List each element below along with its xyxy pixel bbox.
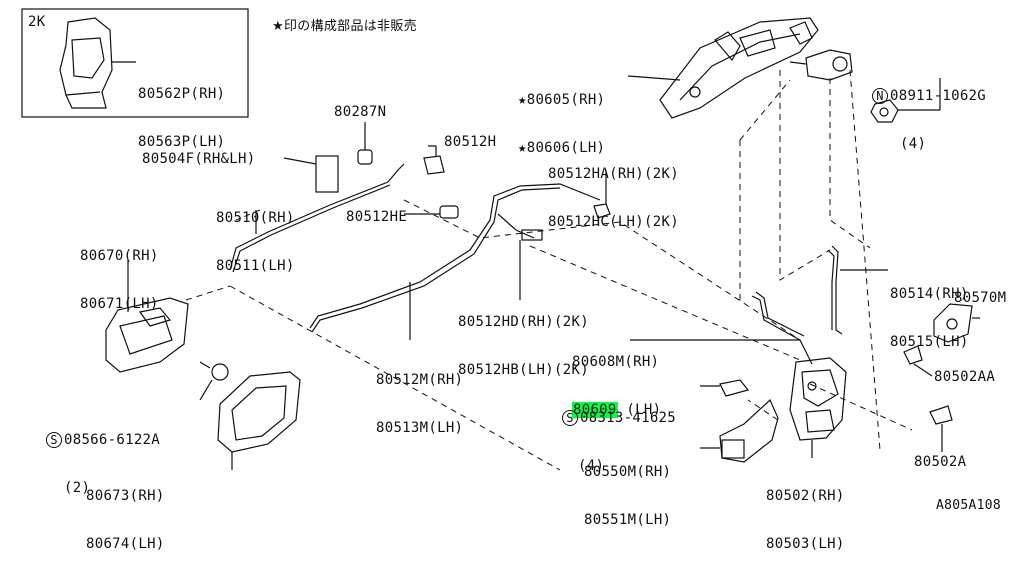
pad-80504f	[283, 155, 339, 193]
label-80502: 80502(RH) 80503(LH)	[766, 456, 845, 568]
label-80608: 80608M(RH) 80609 (LH)	[572, 322, 661, 434]
label-80608-rh: 80608M(RH)	[572, 354, 660, 370]
bolt-80502aa-part	[903, 345, 933, 377]
rod-80514	[827, 245, 888, 335]
label-80550-rh: 80550M(RH)	[584, 464, 672, 480]
inside-handle-part	[105, 260, 189, 373]
label-80512ha-lh: 80512HC(LH)(2K)	[548, 214, 679, 230]
escutcheon-part	[217, 371, 301, 470]
actuator-part	[700, 398, 779, 463]
cylinder-part	[789, 49, 853, 81]
screw-08313-symbol: S	[562, 410, 578, 426]
cable-80512hd	[497, 213, 543, 300]
clip-80512h	[423, 145, 445, 175]
clip-80287n	[357, 122, 373, 165]
label-outer-handle-rh: ★80605(RH)	[518, 92, 606, 108]
label-80502aa: 80502AA	[934, 369, 996, 385]
label-80510: 80510(RH) 80511(LH)	[216, 178, 295, 290]
label-80512hd: 80512HD(RH)(2K) 80512HB(LH)(2K)	[458, 282, 589, 394]
label-80512m: 80512M(RH) 80513M(LH)	[376, 340, 463, 452]
label-80512ha-rh: 80512HA(RH)(2K)	[548, 166, 679, 182]
label-80502a: 80502A	[914, 454, 967, 470]
label-80570m: 80570M	[954, 290, 1007, 306]
inset-part-numbers: 80562P(RH) 80563P(LH)	[138, 54, 225, 166]
rod-80510	[229, 163, 405, 273]
label-80550: 80550M(RH) 80551M(LH)	[584, 432, 671, 544]
rod-80608	[630, 291, 813, 365]
screw-08313-part	[700, 379, 750, 397]
inset-frame	[21, 8, 249, 118]
label-80673-rh: 80673(RH)	[86, 488, 165, 504]
inset-part-lh: 80563P(LH)	[138, 134, 226, 150]
label-80512hd-lh: 80512HB(LH)(2K)	[458, 362, 589, 378]
label-80550-lh: 80551M(LH)	[584, 512, 672, 528]
bolt-n-number: 08911-1062G	[890, 88, 987, 104]
striker-part	[933, 303, 980, 343]
label-80512h: 80512H	[444, 134, 497, 150]
screw-08566-qty: (2)	[64, 480, 91, 496]
label-80510-rh: 80510(RH)	[216, 210, 295, 226]
label-80502-rh: 80502(RH)	[766, 488, 845, 504]
bolt-n-qty: (4)	[900, 136, 927, 152]
label-80670: 80670(RH) 80671(LH)	[80, 216, 159, 328]
diagram-drawing	[21, 8, 980, 471]
label-80510-lh: 80511(LH)	[216, 258, 295, 274]
door-lock-part	[789, 357, 847, 458]
label-80514-lh: 80515(LH)	[890, 334, 969, 350]
clip-80512he	[404, 205, 459, 219]
diagram-id: A805A108	[936, 498, 1002, 513]
bolt-n-symbol: N	[872, 88, 888, 104]
label-80512m-lh: 80513M(LH)	[376, 420, 464, 436]
screw-08313-number: 08313-41625	[580, 410, 677, 426]
label-80502-lh: 80503(LH)	[766, 536, 845, 552]
outer-handle-part	[627, 17, 819, 119]
label-80608-lh-suffix: (LH)	[617, 402, 662, 418]
nut-part	[870, 78, 941, 123]
label-80673-lh: 80674(LH)	[86, 536, 165, 552]
label-80514: 80514(RH) 80515(LH)	[890, 254, 969, 366]
label-outer-handle: ★80605(RH) ★80606(LH)	[518, 60, 605, 172]
not-sold-note: ★印の構成部品は非販売	[272, 19, 417, 34]
screw-08566-symbol: S	[46, 432, 62, 448]
label-80512he: 80512HE	[346, 209, 408, 225]
label-80670-rh: 80670(RH)	[80, 248, 159, 264]
label-80514-rh: 80514(RH)	[890, 286, 969, 302]
inset-part-rh: 80562P(RH)	[138, 86, 226, 102]
label-80287n: 80287N	[334, 104, 387, 120]
inset-code: 2K	[28, 14, 46, 30]
inset-bracket-part	[59, 17, 136, 109]
screw-08566-part	[199, 361, 229, 401]
parts-diagram: ★印の構成部品は非販売 A805A108 2K 80562P(RH) 80563…	[21, 8, 1007, 552]
label-80512m-rh: 80512M(RH)	[376, 372, 464, 388]
label-80512ha: 80512HA(RH)(2K) 80512HC(LH)(2K)	[548, 134, 679, 246]
label-80504f: 80504F(RH&LH)	[142, 151, 256, 167]
highlighted-part-number[interactable]: 80609	[572, 402, 618, 418]
label-80512hd-rh: 80512HD(RH)(2K)	[458, 314, 589, 330]
screw-08313-qty: (4)	[578, 458, 605, 474]
screw-08566-number: 08566-6122A	[64, 432, 161, 448]
label-80670-lh: 80671(LH)	[80, 296, 159, 312]
label-80673: 80673(RH) 80674(LH)	[86, 456, 165, 568]
bolt-80502a-part	[929, 405, 953, 452]
clip-80512ha	[593, 170, 611, 219]
cable-80512m	[309, 183, 601, 340]
label-outer-handle-lh: ★80606(LH)	[518, 140, 606, 156]
